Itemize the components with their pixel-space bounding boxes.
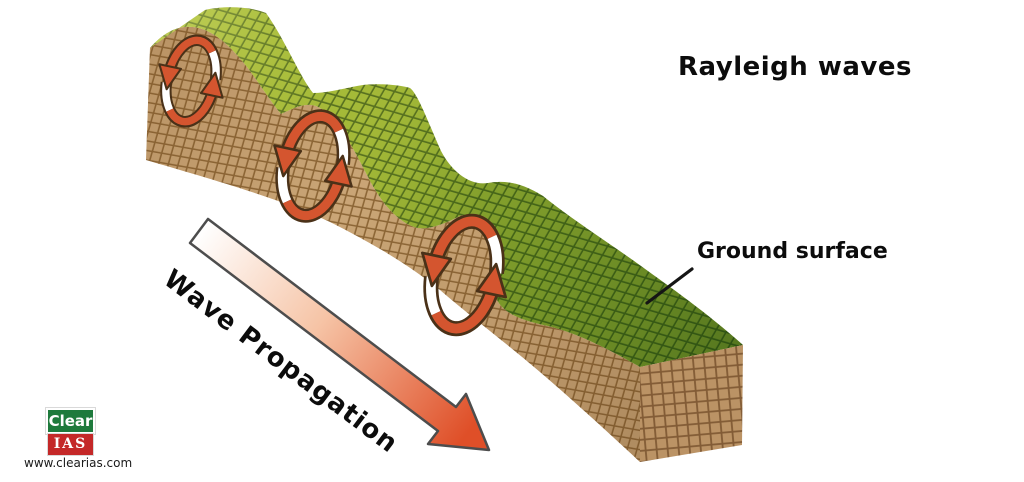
wave-propagation-arrow — [188, 217, 491, 452]
clearias-website-url: www.clearias.com — [24, 456, 133, 470]
rotation-marker-3 — [420, 213, 508, 337]
block-end-face — [640, 345, 743, 462]
block-top-shading — [150, 7, 743, 368]
rotation-marker-1 — [158, 34, 224, 128]
ground-surface-leader-line — [645, 267, 694, 305]
rotation-marker-2 — [273, 109, 353, 223]
block-front-shading — [146, 26, 640, 462]
diagram-title: Rayleigh waves — [678, 52, 912, 82]
clearias-logo-top: Clear — [45, 407, 96, 435]
ground-surface-label: Ground surface — [697, 239, 888, 264]
block-end-shading — [640, 345, 743, 462]
clearias-logo-bottom: IAS — [47, 433, 94, 456]
